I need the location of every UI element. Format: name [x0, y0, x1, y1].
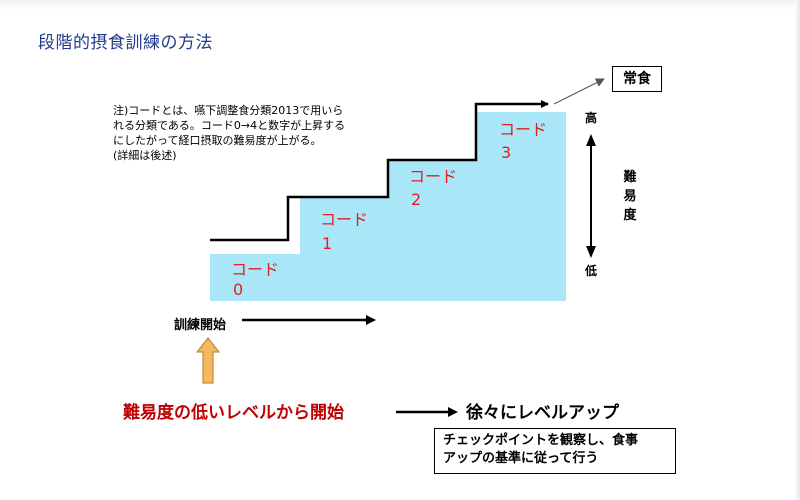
staircase-outline	[210, 100, 549, 242]
page-title: 段階的摂食訓練の方法	[38, 33, 213, 53]
progress-arrowhead	[448, 407, 458, 417]
step-2-number: 2	[411, 190, 421, 209]
difficulty-axis-char: 易	[623, 189, 637, 204]
checkpoint-line: アップの基準に従って行う	[443, 451, 599, 466]
step-2-label: コード	[409, 167, 457, 186]
difficulty-low-label: 低	[585, 264, 598, 278]
difficulty-arrowhead-up	[586, 134, 596, 146]
step-1-label: コード	[320, 210, 368, 229]
difficulty-arrowhead-down	[586, 246, 596, 258]
code-note: 注)コードとは、嚥下調整食分類2013で用いら れる分類である。コード0→4と数…	[113, 103, 403, 163]
step-0-label: コード	[231, 260, 279, 279]
slide-edge-shadow	[794, 0, 800, 500]
up-block-arrow	[195, 337, 221, 384]
checkpoint-box: チェックポイントを観察し、食事 アップの基準に従って行う	[434, 428, 676, 474]
step-1-number: 1	[322, 234, 332, 253]
start-low-level-text: 難易度の低いレベルから開始	[123, 403, 344, 423]
regular-diet-box: 常食	[612, 66, 662, 92]
difficulty-axis-char: 難	[623, 170, 637, 185]
checkpoint-line: チェックポイントを観察し、食事	[443, 433, 639, 448]
difficulty-axis-char: 度	[623, 208, 637, 223]
step-3-label: コード	[499, 120, 547, 139]
start-arrowhead	[366, 315, 376, 325]
difficulty-high-label: 高	[585, 111, 598, 125]
step-0-number: 0	[233, 280, 243, 299]
step-3-number: 3	[501, 143, 511, 162]
difficulty-axis-text: 難易度	[621, 168, 639, 225]
note-line: 注)コードとは、嚥下調整食分類2013で用いら	[113, 104, 344, 117]
to-regular-diet-arrow	[553, 78, 605, 105]
difficulty-axis-label: 難易度	[621, 168, 639, 225]
note-line: れる分類である。コード0→4と数字が上昇する	[113, 119, 346, 132]
note-line: にしたがって経口摂取の難易度が上がる。	[113, 134, 322, 147]
training-start-label: 訓練開始	[174, 318, 227, 333]
gradual-level-up-text: 徐々にレベルアップ	[466, 403, 619, 423]
note-line: (詳細は後述)	[113, 149, 177, 162]
